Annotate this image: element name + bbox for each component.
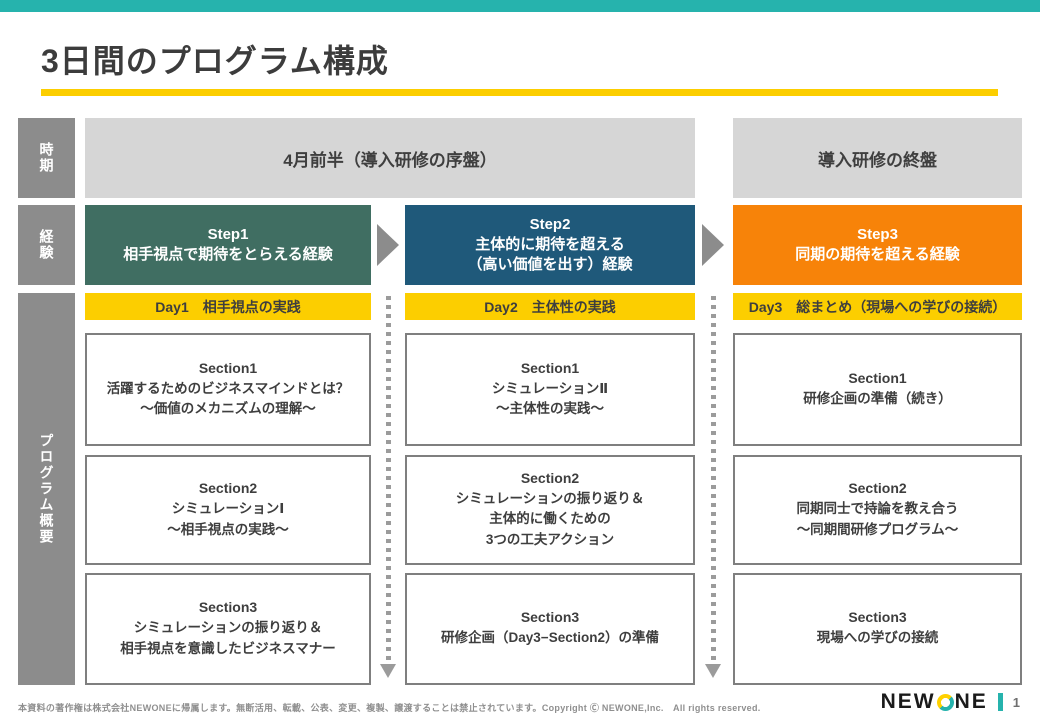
logo-text-new: NEW xyxy=(880,690,936,713)
dotted-flow-arrow-down-icon xyxy=(705,296,721,678)
day1-section2-box: Section2 シミュレーションⅠ ～相手視点の実践～ xyxy=(85,455,371,565)
day3-column: Day3 総まとめ（現場への学びの接続） Section1 研修企画の準備（続き… xyxy=(733,293,1022,685)
day1-section3-box: Section3 シミュレーションの振り返り＆ 相手視点を意識したビジネスマナー xyxy=(85,573,371,685)
step2-name: Step2 xyxy=(529,215,571,233)
period-cell-training-end: 導入研修の終盤 xyxy=(733,118,1022,198)
section-body: シミュレーションⅠ ～相手視点の実践～ xyxy=(167,501,289,537)
newone-o-icon xyxy=(936,693,954,711)
section-name: Section3 xyxy=(848,609,907,626)
row-label-program-overview: プログラム概要 xyxy=(18,293,75,685)
section-body: 同期同士で持論を教え合う ～同期間研修プログラム～ xyxy=(796,501,959,537)
page-number: 1 xyxy=(1012,694,1020,710)
top-accent-bar xyxy=(0,0,1040,12)
step2-box: Step2 主体的に期待を超える （高い価値を出す）経験 xyxy=(405,205,695,285)
section-body: シミュレーションの振り返り＆ 相手視点を意識したビジネスマナー xyxy=(120,620,336,656)
copyright-notice: 本資料の著作権は株式会社NEWONEに帰属します。無断活用、転載、公表、変更、複… xyxy=(18,703,761,713)
dotted-line xyxy=(385,296,391,664)
day2-column: Day2 主体性の実践 Section1 シミュレーションⅡ ～主体性の実践～ … xyxy=(405,293,695,685)
section-name: Section2 xyxy=(198,480,258,497)
section-name: Section2 xyxy=(520,470,580,487)
day3-section1-box: Section1 研修企画の準備（続き） xyxy=(733,333,1022,446)
title-underline xyxy=(41,89,998,96)
section-name: Section2 xyxy=(848,480,907,497)
day2-header: Day2 主体性の実践 xyxy=(405,293,695,320)
arrow-right-icon xyxy=(377,224,399,266)
dotted-flow-arrow-down-icon xyxy=(380,296,396,678)
section-body: シミュレーションⅡ ～主体性の実践～ xyxy=(491,380,609,416)
step3-desc: 同期の期待を超える経験 xyxy=(795,246,960,263)
arrow-down-head xyxy=(705,664,721,678)
page-title: 3日間のプログラム構成 xyxy=(41,43,389,79)
section-body: 活躍するためのビジネスマインドとは？ ～価値のメカニズムの理解～ xyxy=(106,380,350,416)
day2-section2-box: Section2 シミュレーションの振り返り＆ 主体的に働くための 3つの工夫ア… xyxy=(405,455,695,565)
section-name: Section1 xyxy=(198,359,258,376)
row-label-experience: 経験 xyxy=(18,205,75,285)
section-body: 現場への学びの接続 xyxy=(816,630,939,646)
section-body: 研修企画の準備（続き） xyxy=(803,390,952,406)
step1-name: Step1 xyxy=(207,225,249,243)
section-name: Section1 xyxy=(520,359,580,376)
section-name: Section1 xyxy=(848,369,907,386)
row-label-period: 時期 xyxy=(18,118,75,198)
arrow-down-head xyxy=(380,664,396,678)
section-name: Section3 xyxy=(198,599,258,616)
day3-section2-box: Section2 同期同士で持論を教え合う ～同期間研修プログラム～ xyxy=(733,455,1022,565)
day2-section3-box: Section3 研修企画（Day3−Section2）の準備 xyxy=(405,573,695,685)
step1-box: Step1 相手視点で期待をとらえる経験 xyxy=(85,205,371,285)
day3-header: Day3 総まとめ（現場への学びの接続） xyxy=(733,293,1022,320)
period-cell-early-april: 4月前半（導入研修の序盤） xyxy=(85,118,695,198)
logo-text-ne: NE xyxy=(954,690,988,713)
step1-desc: 相手視点で期待をとらえる経験 xyxy=(123,246,333,263)
day1-header: Day1 相手視点の実践 xyxy=(85,293,371,320)
day3-section3-box: Section3 現場への学びの接続 xyxy=(733,573,1022,685)
step2-desc: 主体的に期待を超える （高い価値を出す）経験 xyxy=(467,235,633,274)
section-body: 研修企画（Day3−Section2）の準備 xyxy=(441,630,659,646)
newone-logo: NEW NE 1 xyxy=(881,690,1020,714)
day1-column: Day1 相手視点の実践 Section1 活躍するためのビジネスマインドとは？… xyxy=(85,293,371,685)
section-name: Section3 xyxy=(520,609,580,626)
section-body: シミュレーションの振り返り＆ 主体的に働くための 3つの工夫アクション xyxy=(455,491,645,547)
dotted-line xyxy=(710,296,716,664)
logo-separator-bar xyxy=(997,693,1003,711)
day2-section1-box: Section1 シミュレーションⅡ ～主体性の実践～ xyxy=(405,333,695,446)
step3-name: Step3 xyxy=(857,225,898,243)
arrow-right-icon xyxy=(702,224,724,266)
step3-box: Step3 同期の期待を超える経験 xyxy=(733,205,1022,285)
day1-section1-box: Section1 活躍するためのビジネスマインドとは？ ～価値のメカニズムの理解… xyxy=(85,333,371,446)
